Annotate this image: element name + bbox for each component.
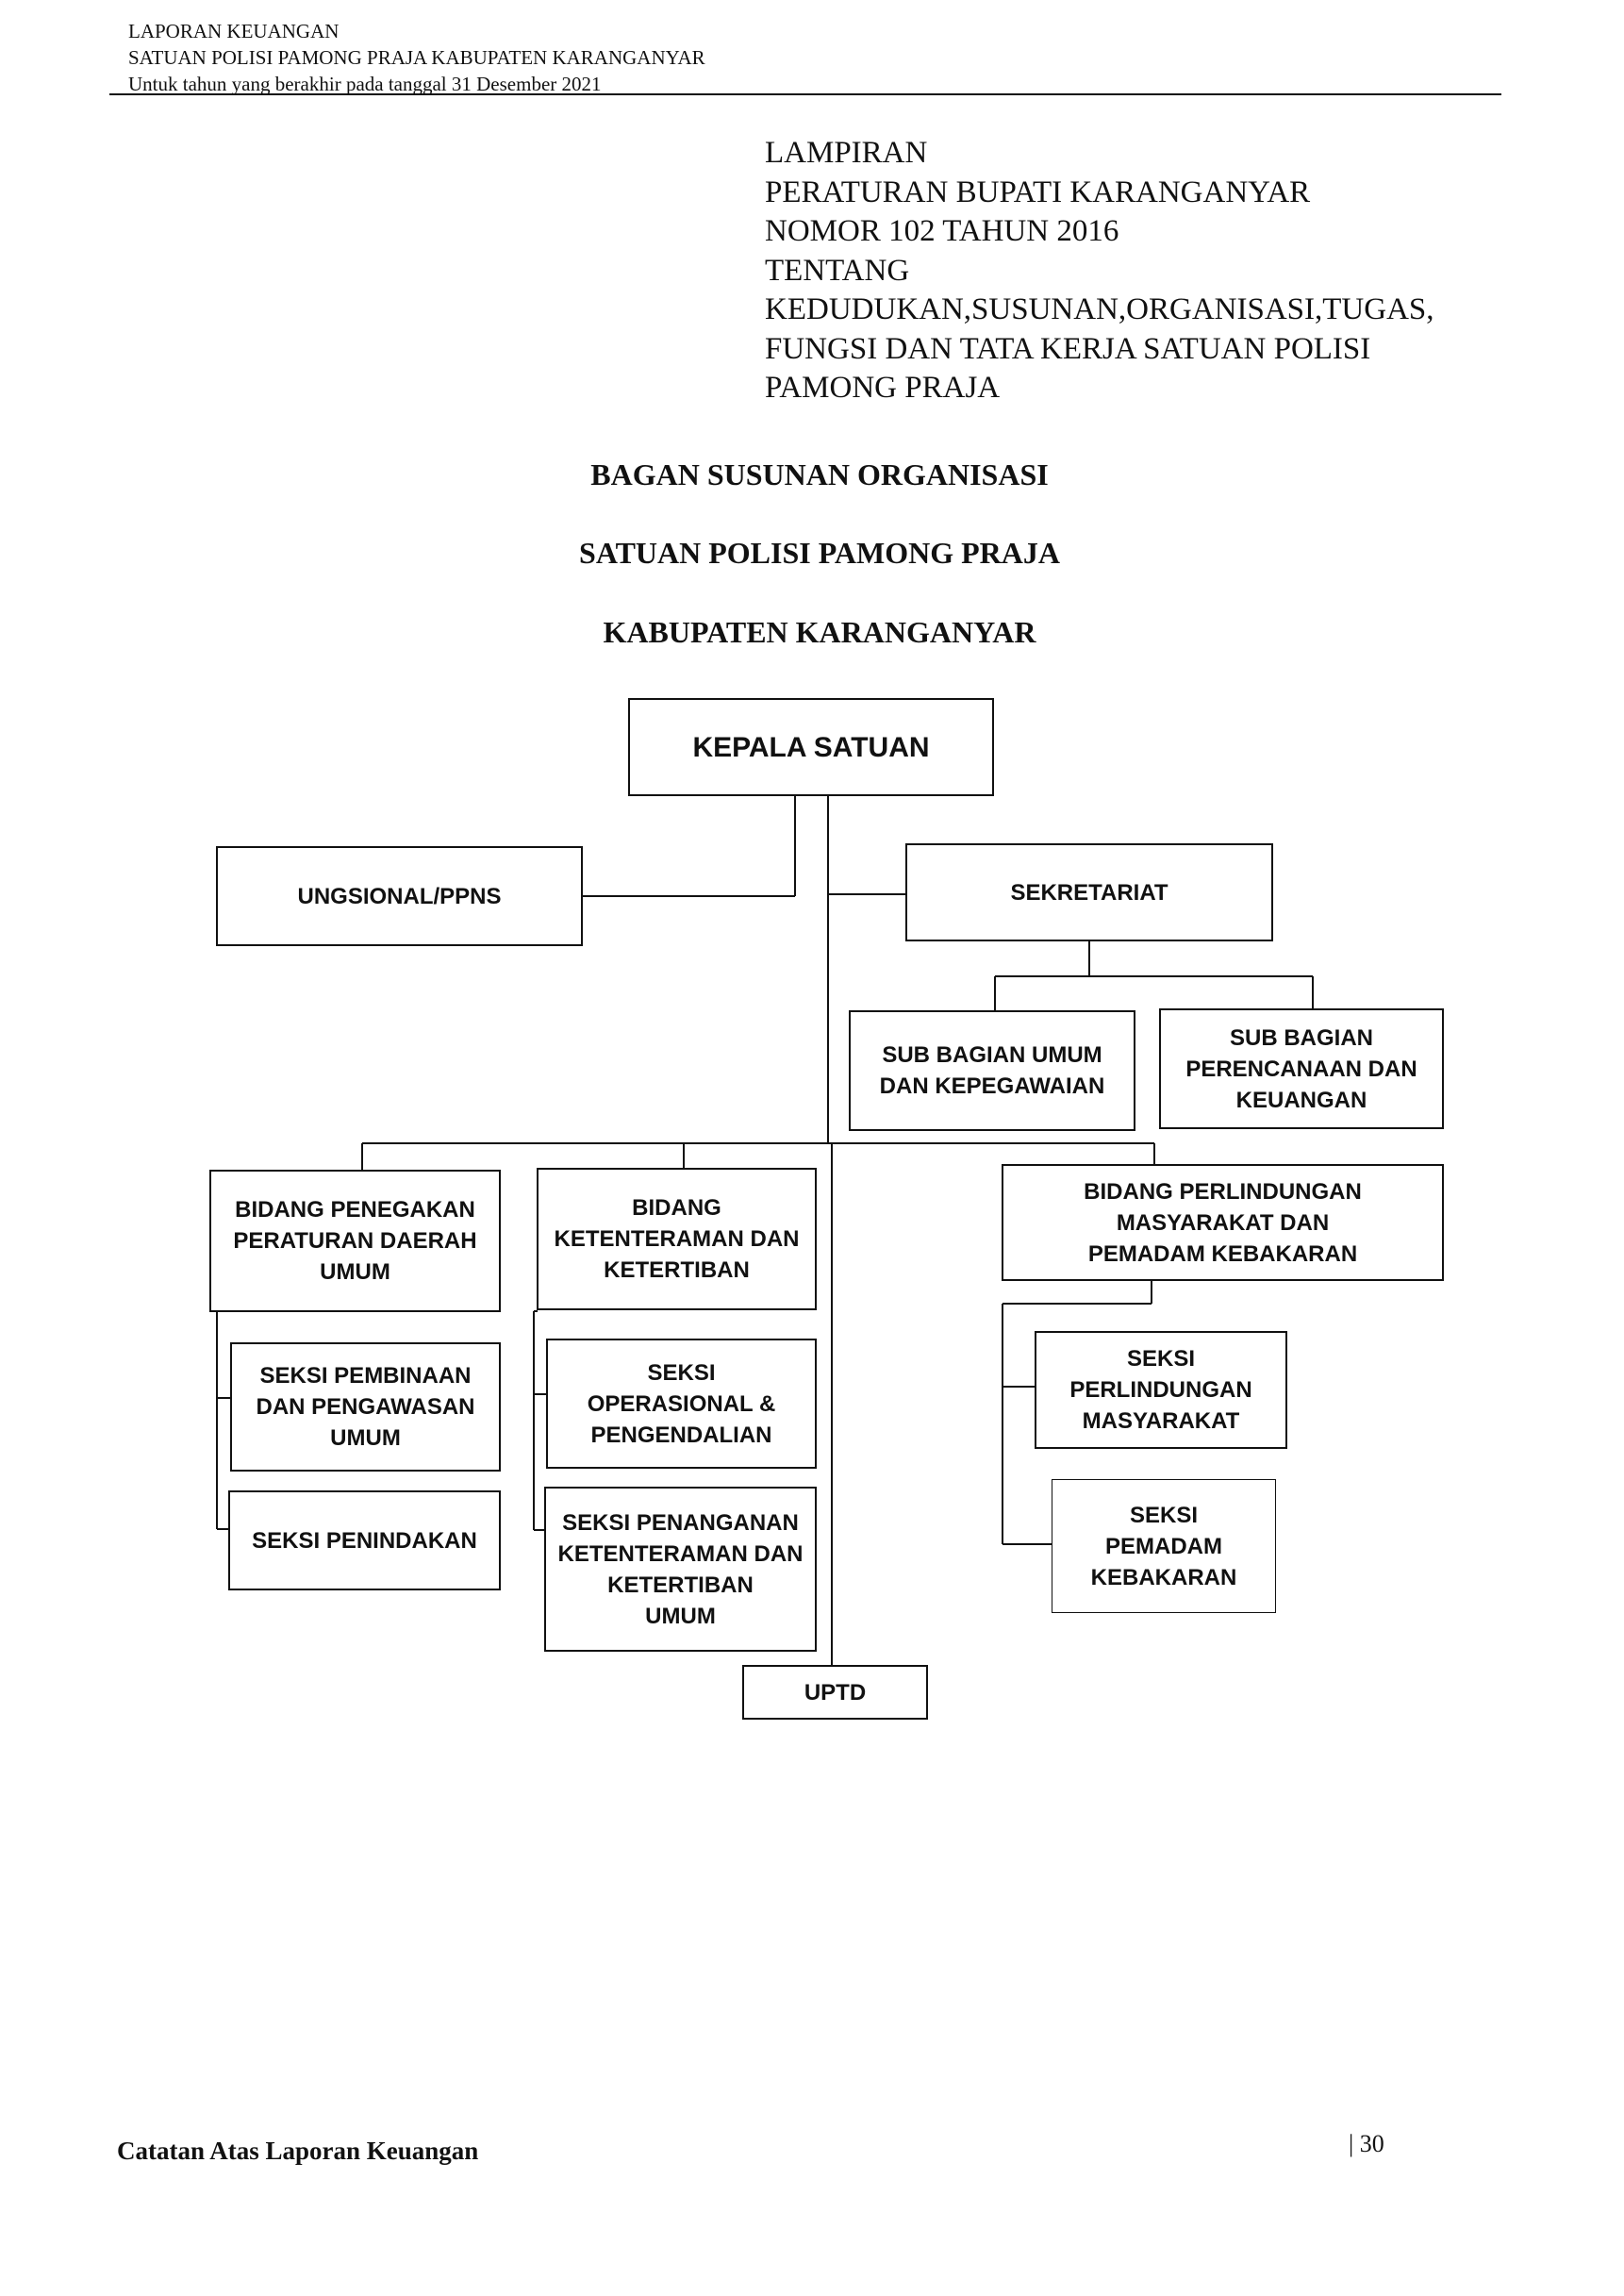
report-entity: SATUAN POLISI PAMONG PRAJA KABUPATEN KAR… (128, 46, 705, 69)
report-period: Untuk tahun yang berakhir pada tanggal 3… (128, 73, 602, 95)
chart-title-line-1: BAGAN SUSUNAN ORGANISASI (590, 458, 1049, 491)
footer-caption: Catatan Atas Laporan Keuangan (117, 2137, 479, 2165)
lampiran-line: FUNGSI DAN TATA KERJA SATUAN POLISI (765, 331, 1371, 366)
box-sekretariat: SEKRETARIAT (905, 843, 1273, 941)
lampiran-line: LAMPIRAN (765, 136, 928, 170)
box-seksi-penanganan: SEKSI PENANGANAN KETENTERAMAN DAN KETERT… (544, 1487, 817, 1652)
lampiran-line: PERATURAN BUPATI KARANGANYAR (765, 175, 1311, 209)
box-seksi-pemadam: SEKSI PEMADAM KEBAKARAN (1052, 1479, 1276, 1613)
box-sub-bagian-perencanaan: SUB BAGIAN PERENCANAAN DAN KEUANGAN (1159, 1008, 1444, 1129)
chart-title-line-3: KABUPATEN KARANGANYAR (603, 615, 1036, 649)
lampiran-block: LAMPIRAN PERATURAN BUPATI KARANGANYAR NO… (765, 134, 1434, 408)
box-seksi-pembinaan: SEKSI PEMBINAAN DAN PENGAWASAN UMUM (230, 1342, 501, 1472)
page-number: | 30 (1349, 2130, 1384, 2157)
box-bidang-ketenteraman: BIDANG KETENTERAMAN DAN KETERTIBAN (537, 1168, 817, 1310)
lampiran-line: KEDUDUKAN,SUSUNAN,ORGANISASI,TUGAS, (765, 292, 1434, 326)
lampiran-line: TENTANG (765, 253, 910, 288)
box-seksi-penindakan: SEKSI PENINDAKAN (228, 1490, 501, 1590)
box-bidang-perlindungan: BIDANG PERLINDUNGAN MASYARAKAT DAN PEMAD… (1002, 1164, 1444, 1281)
box-bidang-penegakan: BIDANG PENEGAKAN PERATURAN DAERAH UMUM (209, 1170, 501, 1312)
box-kepala-satuan: KEPALA SATUAN (628, 698, 994, 796)
report-title: LAPORAN KEUANGAN (128, 20, 340, 42)
box-fungsional-ppns: UNGSIONAL/PPNS (216, 846, 583, 946)
box-seksi-operasional: SEKSI OPERASIONAL & PENGENDALIAN (546, 1339, 817, 1469)
lampiran-line: PAMONG PRAJA (765, 371, 1001, 405)
chart-title-line-2: SATUAN POLISI PAMONG PRAJA (579, 536, 1060, 570)
box-sub-bagian-umum: SUB BAGIAN UMUM DAN KEPEGAWAIAN (849, 1010, 1135, 1131)
lampiran-line: NOMOR 102 TAHUN 2016 (765, 214, 1119, 248)
box-uptd: UPTD (742, 1665, 928, 1720)
header-rule (109, 93, 1501, 95)
box-seksi-perlindungan: SEKSI PERLINDUNGAN MASYARAKAT (1035, 1331, 1287, 1449)
